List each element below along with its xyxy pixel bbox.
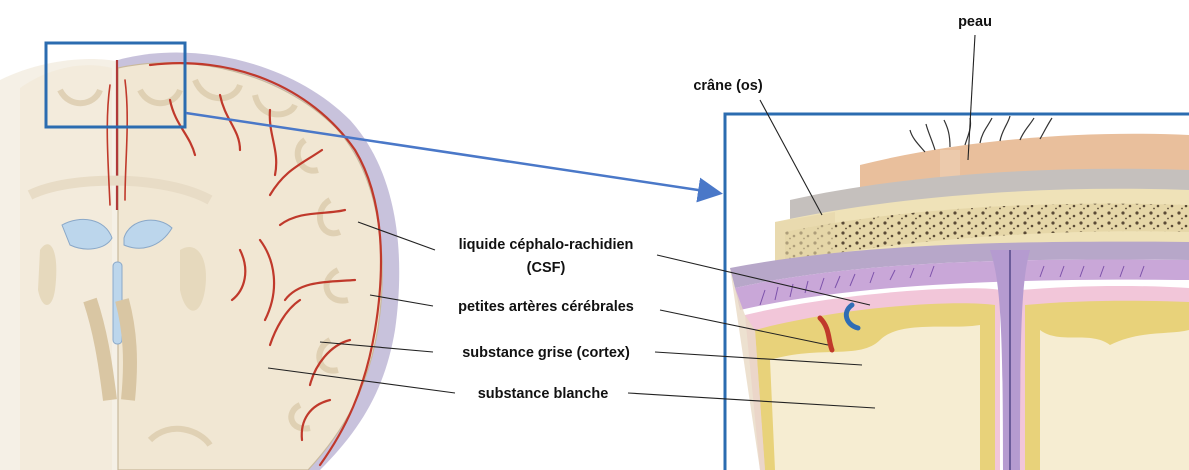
label-csf-line1: liquide céphalo-rachidien [459, 237, 634, 253]
label-skin: peau [958, 14, 992, 30]
meninges-detail-view [730, 116, 1189, 470]
label-csf-line2: (CSF) [527, 260, 566, 276]
label-white-matter: substance blanche [478, 386, 609, 402]
label-skull: crâne (os) [693, 78, 762, 94]
label-grey-matter: substance grise (cortex) [462, 345, 630, 361]
label-arteries: petites artères cérébrales [458, 299, 634, 315]
